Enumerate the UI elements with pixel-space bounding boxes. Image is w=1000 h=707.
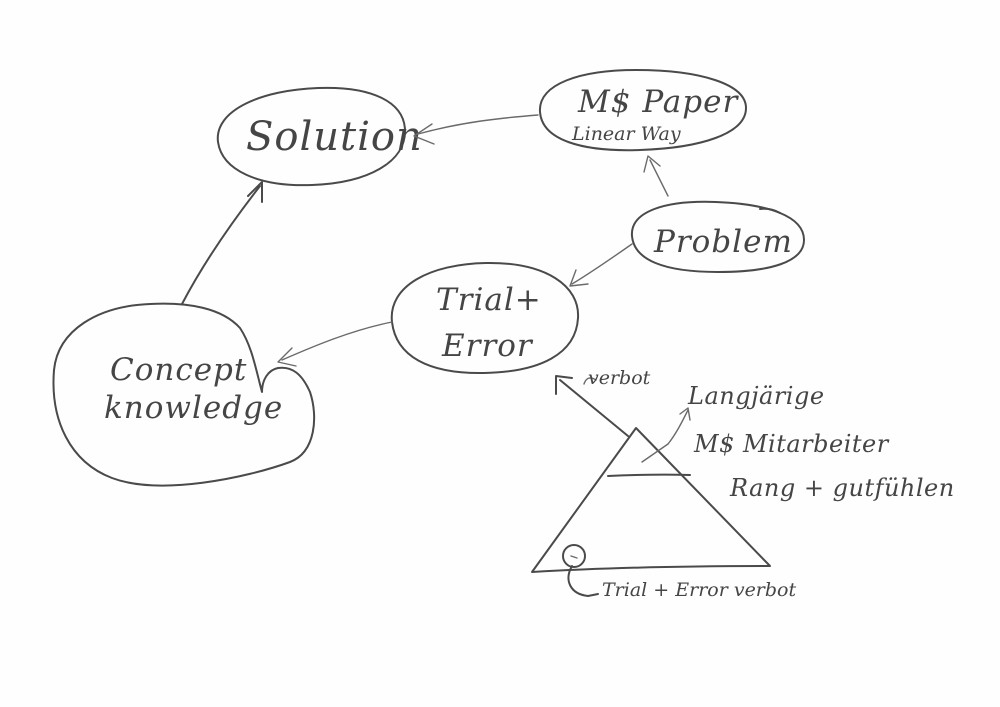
triangle-top-hatch xyxy=(641,443,669,463)
pointer-langjaehrige-head xyxy=(679,407,691,421)
hierarchy-triangle xyxy=(531,427,771,573)
concept-label-line1: Concept xyxy=(110,352,247,388)
arrow-problem-to-trial xyxy=(571,243,633,285)
arrowhead-trial-right xyxy=(569,269,589,287)
arrow-trial-to-concept xyxy=(281,321,393,361)
arrowhead-solution-right xyxy=(413,123,435,145)
arrow-triangle-to-trial xyxy=(559,379,629,437)
ms-paper-node-outline xyxy=(538,69,747,152)
problem-node-outline xyxy=(630,200,805,273)
concept-knowledge-node-outline xyxy=(52,302,316,487)
ms-paper-sublabel: Linear Way xyxy=(571,123,681,145)
note-langjaehrige: Langjärige xyxy=(687,382,825,410)
trial-error-label-line2: Error xyxy=(441,328,534,364)
arrow-problem-to-paper xyxy=(649,159,669,197)
concept-label-line2: knowledge xyxy=(104,390,283,426)
arrow-paper-to-solution xyxy=(417,114,539,135)
problem-outline-tail xyxy=(759,207,781,214)
arrowhead-trial-bottom xyxy=(555,375,573,395)
note-trial-error-verbot: Trial + Error verbot xyxy=(602,579,796,601)
bottom-note-hook xyxy=(567,565,599,597)
arrow-concept-to-solution xyxy=(181,185,261,305)
note-rang-gutfuehlen: Rang + gutfühlen xyxy=(729,474,955,502)
triangle-top-band xyxy=(607,473,691,477)
ms-paper-label: M$ Paper xyxy=(577,84,739,120)
trial-error-node-outline xyxy=(390,261,580,375)
arrowhead-paper-bottom xyxy=(643,155,661,173)
problem-label: Problem xyxy=(653,224,793,260)
bottom-circle-dot xyxy=(570,555,578,559)
verbot-hook xyxy=(583,377,597,385)
arrowhead-solution-bottom xyxy=(247,181,263,203)
solution-node-outline xyxy=(216,86,407,187)
bottom-circle-marker xyxy=(562,544,586,568)
arrowhead-concept-right xyxy=(277,347,297,367)
solution-label: Solution xyxy=(246,114,423,160)
pointer-langjaehrige xyxy=(667,409,689,445)
trial-error-label-line1: Trial+ xyxy=(436,282,542,318)
verbot-label: verbot xyxy=(588,367,651,389)
note-ms-mitarbeiter: M$ Mitarbeiter xyxy=(693,430,890,458)
